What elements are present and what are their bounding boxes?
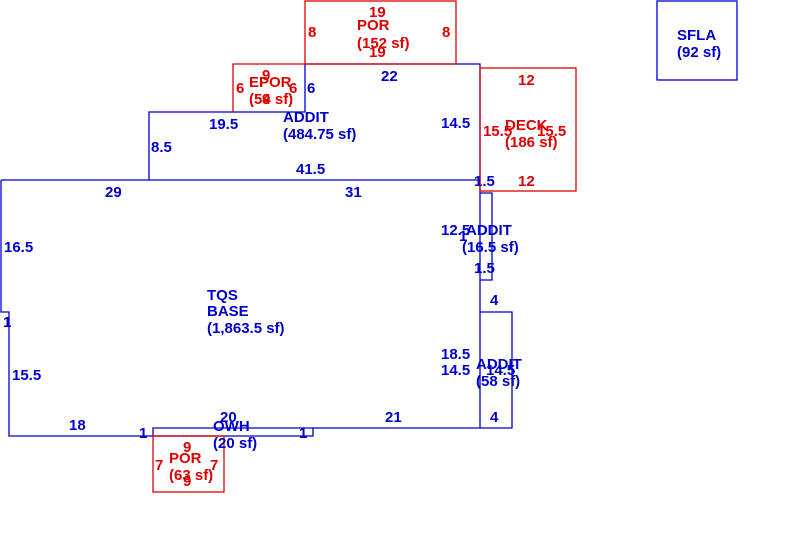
addit-low-area: (58 sf) xyxy=(476,373,520,390)
dim-addit-mid-side: 12.5 xyxy=(441,222,470,239)
owh-area: (20 sf) xyxy=(213,435,257,452)
sfla-area: (92 sf) xyxy=(677,44,721,61)
dim-owh-top: 20 xyxy=(220,409,237,426)
dim-addit-low-left: 18.5 xyxy=(441,346,470,363)
dim-addit-low-mid: 14.5 xyxy=(441,362,470,379)
dim-addit-top-right: 14.5 xyxy=(441,115,470,132)
dim-por-bottom-left: 7 xyxy=(155,457,163,474)
dim-epor-bottom: 9 xyxy=(262,91,270,108)
por-top-outline xyxy=(304,0,457,65)
dim-addit-top-step-v: 6 xyxy=(307,80,315,97)
por-bottom-name: POR xyxy=(169,450,202,467)
dim-deck-bottom: 12 xyxy=(518,173,535,190)
dim-por-bottom-bottom: 9 xyxy=(183,473,191,490)
dim-base-left-lower: 15.5 xyxy=(12,367,41,384)
epor-name: EPOR xyxy=(249,74,292,91)
dim-addit-low-top: 4 xyxy=(490,292,499,309)
dim-base-bottom-right: 21 xyxy=(385,409,402,426)
dim-base-top-right: 31 xyxy=(345,184,362,201)
sfla-outline xyxy=(656,0,738,81)
dim-por-top-right: 8 xyxy=(442,24,450,41)
dim-por-top-top: 19 xyxy=(369,4,386,21)
deck-outline xyxy=(479,67,577,192)
dim-por-bottom-right: 7 xyxy=(210,457,218,474)
dim-addit-top-step: 19.5 xyxy=(209,116,238,133)
base-outline xyxy=(0,179,481,437)
addit-low-name: ADDIT xyxy=(476,356,522,373)
deck-area: (186 sf) xyxy=(505,134,558,151)
dim-addit-mid-left: 1 xyxy=(459,228,467,245)
owh-name: OWH xyxy=(213,418,250,435)
dim-deck-left: 15.5 xyxy=(483,123,512,140)
dim-epor-left: 6 xyxy=(236,80,244,97)
por-bottom-outline xyxy=(152,435,225,493)
dim-deck-top: 12 xyxy=(518,72,535,89)
dim-addit-low-right: 14.5 xyxy=(486,362,515,379)
addit-mid-outline xyxy=(480,192,493,281)
dim-addit-mid-top: 1.5 xyxy=(474,173,495,190)
dim-base-bottom-1b: 1 xyxy=(299,425,307,442)
dim-base-bottom-left: 18 xyxy=(69,417,86,434)
dim-base-left-upper: 16.5 xyxy=(4,239,33,256)
base-label-line2: BASE xyxy=(207,303,249,320)
addit-top-outline xyxy=(148,111,233,180)
por-top-area: (152 sf) xyxy=(357,35,410,52)
base-area: (1,863.5 sf) xyxy=(207,320,285,337)
dim-por-top-bottom: 19 xyxy=(369,44,386,61)
dim-addit-top-left: 8.5 xyxy=(151,139,172,156)
dim-por-bottom-top: 9 xyxy=(183,439,191,456)
dim-base-top-left: 29 xyxy=(105,184,122,201)
dim-epor-right: 6 xyxy=(289,80,297,97)
dim-base-notch: 1 xyxy=(3,314,11,331)
dim-base-bottom-1a: 1 xyxy=(139,425,147,442)
owh-outline xyxy=(152,427,313,436)
addit-mid-area: (16.5 sf) xyxy=(462,239,519,256)
addit-low-outline xyxy=(480,311,513,429)
dim-epor-top: 9 xyxy=(262,67,270,84)
dim-deck-right: 15.5 xyxy=(537,123,566,140)
addit-top-name: ADDIT xyxy=(283,109,329,126)
epor-outline xyxy=(232,63,305,112)
dim-por-top-left: 8 xyxy=(308,24,316,41)
dim-addit-top-top: 22 xyxy=(381,68,398,85)
sfla-name: SFLA xyxy=(677,27,716,44)
por-top-name: POR xyxy=(357,17,390,34)
por-bottom-area: (63 sf) xyxy=(169,467,213,484)
addit-top-area: (484.75 sf) xyxy=(283,126,356,143)
dim-addit-mid-bottom: 1.5 xyxy=(474,260,495,277)
epor-area: (54 sf) xyxy=(249,91,293,108)
addit-mid-name: ADDIT xyxy=(466,222,512,239)
deck-name: DECK xyxy=(505,117,548,134)
dim-addit-low-bottom: 4 xyxy=(490,409,499,426)
base-label-line1: TQS xyxy=(207,287,238,304)
dim-addit-top-bottom: 41.5 xyxy=(296,161,325,178)
